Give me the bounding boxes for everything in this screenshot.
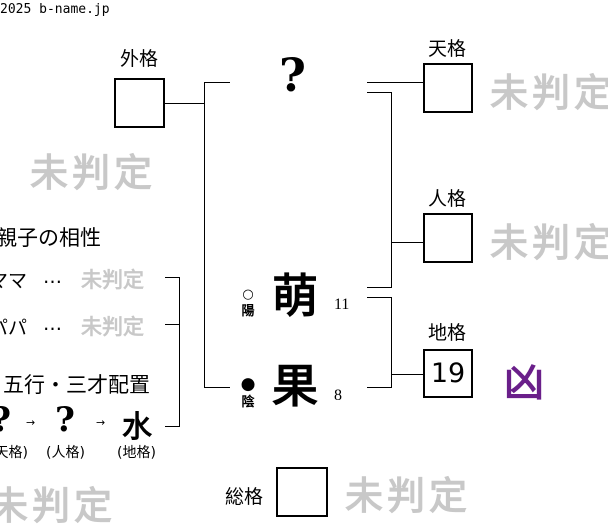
strokes-2: 8 bbox=[334, 387, 342, 404]
connector bbox=[165, 324, 180, 325]
gogyo-arrow: → bbox=[26, 416, 36, 429]
connector bbox=[165, 103, 205, 104]
gogyo-arrow: → bbox=[96, 416, 106, 429]
connector bbox=[367, 82, 424, 83]
connector bbox=[204, 82, 205, 388]
compat-sep: … bbox=[43, 266, 62, 288]
tenkaku-label: 天格 bbox=[428, 38, 467, 60]
copyright: 2025 b-name.jp bbox=[0, 2, 110, 17]
connector bbox=[165, 426, 180, 427]
connector bbox=[179, 277, 180, 427]
gaikaku-box bbox=[114, 78, 165, 128]
yinyang-label-2: 陰 bbox=[241, 395, 255, 410]
compat-title: 親子の相性 bbox=[0, 226, 101, 250]
gogyo-elem-2: ? bbox=[55, 400, 75, 440]
tenkaku-box bbox=[423, 63, 473, 113]
strokes-1: 11 bbox=[334, 296, 350, 313]
soukaku-box bbox=[276, 467, 328, 517]
compat-who-papa: パパ bbox=[0, 317, 27, 339]
gogyo-label-3: (地格) bbox=[117, 445, 156, 461]
chikaku-verdict: 凶 bbox=[504, 359, 544, 406]
yinyang-symbol-2: ● bbox=[240, 374, 256, 394]
tenkaku-verdict: 未判定 bbox=[490, 70, 608, 115]
connector bbox=[367, 287, 392, 288]
gogyo-verdict: 未判定 bbox=[0, 483, 117, 528]
compat-sep: … bbox=[43, 313, 62, 335]
gaikaku-label: 外格 bbox=[120, 48, 159, 70]
gogyo-label-1: (天格) bbox=[0, 445, 28, 461]
jinkaku-box bbox=[423, 213, 473, 263]
gogyo-elem-3: 水 bbox=[122, 410, 152, 445]
gogyo-label-2: (人格) bbox=[46, 445, 85, 461]
soukaku-label: 総格 bbox=[225, 486, 264, 508]
connector bbox=[391, 242, 424, 243]
gogyo-elem-1: ? bbox=[0, 400, 11, 440]
yinyang-symbol-1: ○ bbox=[242, 287, 254, 302]
yinyang-label-1: 陽 bbox=[241, 304, 255, 319]
compat-who-mama: ママ bbox=[0, 270, 27, 292]
connector bbox=[204, 387, 230, 388]
soukaku-verdict: 未判定 bbox=[345, 473, 472, 518]
connector bbox=[367, 297, 392, 298]
jinkaku-verdict: 未判定 bbox=[490, 220, 608, 265]
jinkaku-label: 人格 bbox=[428, 188, 467, 210]
connector bbox=[367, 92, 392, 93]
compat-verdict-mama: 未判定 bbox=[81, 267, 144, 292]
connector bbox=[391, 374, 424, 375]
gaikaku-verdict: 未判定 bbox=[30, 150, 157, 195]
name-char-1: 萌 bbox=[272, 269, 318, 323]
connector bbox=[204, 82, 230, 83]
connector bbox=[391, 92, 392, 288]
chikaku-box: 19 bbox=[423, 349, 473, 398]
connector bbox=[391, 297, 392, 387]
surname-char: ? bbox=[279, 48, 306, 102]
name-char-2: 果 bbox=[272, 359, 318, 413]
connector bbox=[165, 277, 180, 278]
gogyo-title: 五行・三才配置 bbox=[3, 373, 150, 397]
chikaku-label: 地格 bbox=[428, 322, 467, 344]
connector bbox=[367, 387, 392, 388]
compat-verdict-papa: 未判定 bbox=[81, 314, 144, 339]
